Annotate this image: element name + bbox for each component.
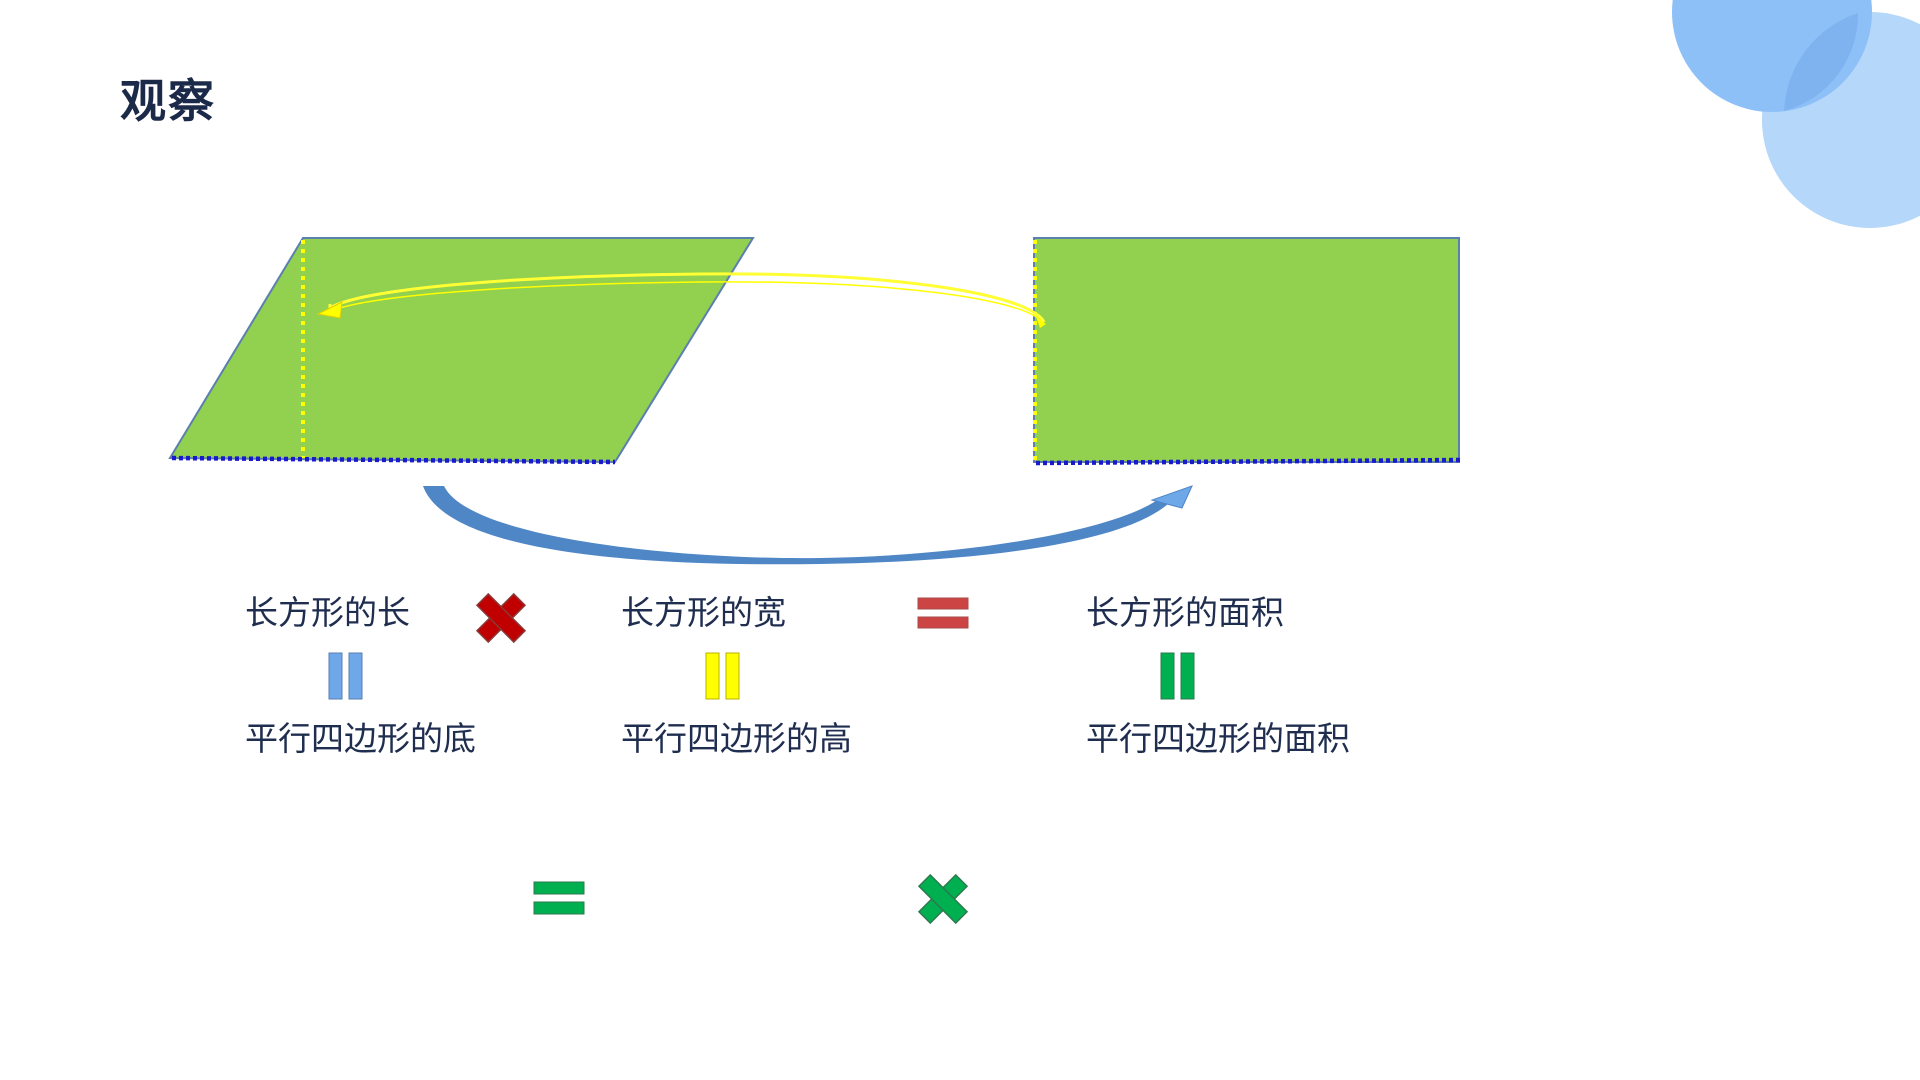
label-para-height: 平行四边形的高 <box>621 719 852 758</box>
arrow-top-inner <box>333 281 1041 321</box>
corner-bubbles-decoration <box>1672 0 1920 228</box>
equals-icon-green <box>533 881 585 915</box>
parallel-equals-icon-green <box>1160 652 1195 700</box>
multiply-icon <box>475 592 527 644</box>
bubble-overlap <box>1784 13 1859 111</box>
parallelogram-base-line <box>171 455 616 465</box>
transform-arrow <box>423 485 1193 565</box>
arrow-top-head <box>316 301 343 319</box>
label-para-area: 平行四边形的面积 <box>1086 719 1350 758</box>
multiply-icon-green <box>917 873 969 925</box>
parallel-equals-icon-yellow <box>705 652 740 700</box>
slide-title: 观察 <box>120 74 216 128</box>
label-para-base: 平行四边形的底 <box>245 719 476 758</box>
parallel-equals-icon-blue <box>328 652 363 700</box>
rectangle-base-line <box>1035 457 1461 466</box>
equals-icon <box>917 597 969 629</box>
label-rect-length: 长方形的长 <box>245 593 410 632</box>
label-rect-width: 长方形的宽 <box>621 593 786 632</box>
label-rect-area: 长方形的面积 <box>1086 593 1284 632</box>
move-triangle-arrow <box>316 272 1046 328</box>
rectangle-shape <box>1033 237 1460 463</box>
arrow-top-tail-tip <box>1036 316 1046 328</box>
arrow-bottom-head <box>1150 485 1193 509</box>
arrow-top-body <box>328 272 1046 323</box>
arrow-bottom-body <box>423 486 1168 565</box>
parallelogram-shape <box>168 237 755 464</box>
